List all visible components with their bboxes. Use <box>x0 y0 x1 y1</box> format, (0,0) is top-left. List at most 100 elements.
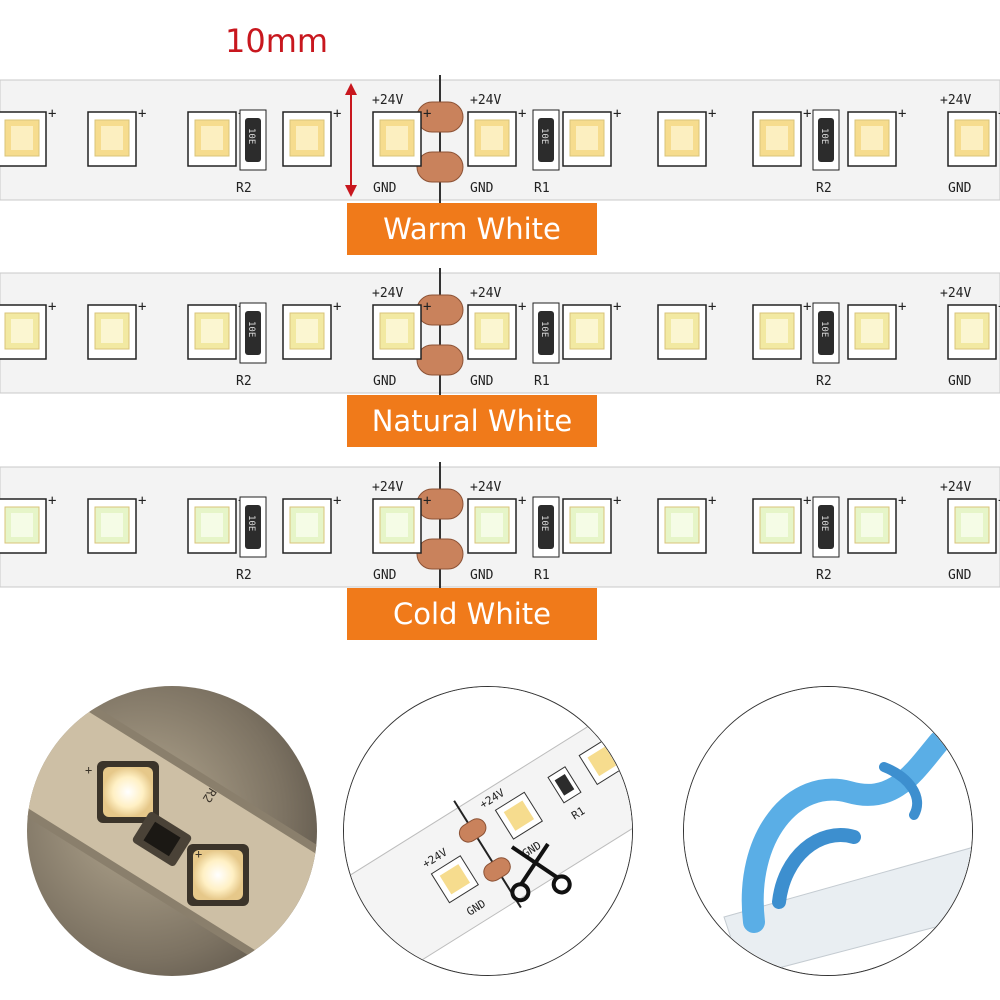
pcb-r2-label: R2 <box>236 374 252 389</box>
led-plus-label: + <box>138 299 146 315</box>
pcb-r2-label: R2 <box>236 181 252 196</box>
pcb-plus24-label: +24V <box>372 480 403 495</box>
dimension-arrow-head-top <box>345 83 357 95</box>
solder-pad <box>416 538 464 570</box>
led-plus-label: + <box>898 106 906 122</box>
led-chip: + <box>847 106 906 167</box>
cut-r1-label: R1 <box>569 804 587 822</box>
pcb-plus24-label: +24V <box>940 93 971 108</box>
led-chip: + <box>87 106 146 167</box>
led-plus-label: + <box>333 299 341 315</box>
led-strip-warm: +++++++++++10E10E10E+24V+24V+24VGNDGNDGN… <box>0 75 1000 209</box>
pcb-gnd-label: GND <box>948 374 972 389</box>
led-plus-label: + <box>518 106 526 122</box>
led-plus-label: + <box>898 493 906 509</box>
scissors-icon <box>510 842 572 903</box>
led-strip-warm-graphic: +++++++++++10E10E10E+24V+24V+24VGNDGNDGN… <box>0 75 1000 205</box>
led-chip: + <box>187 493 246 554</box>
pcb-gnd-label: GND <box>373 181 397 196</box>
led-chip: + <box>657 106 716 167</box>
led-chip: + <box>562 299 621 360</box>
pcb-gnd-label: GND <box>373 568 397 583</box>
closeup-r2-label: R2 <box>200 786 220 806</box>
led-chip: + <box>0 493 56 554</box>
led-chip: + <box>282 106 341 167</box>
resistor: 10E <box>532 302 560 364</box>
pcb-r2-label: R2 <box>816 181 832 196</box>
resistor: 10E <box>532 496 560 558</box>
led-chip: + <box>282 493 341 554</box>
resistor-value-label: 10E <box>539 128 549 144</box>
led-plus-label: + <box>138 106 146 122</box>
led-chip: + <box>752 299 811 360</box>
resistor-value-label: 10E <box>539 321 549 337</box>
pcb-plus24-label: +24V <box>470 93 501 108</box>
led-plus-label: + <box>613 106 621 122</box>
resistor-value-label: 10E <box>246 515 256 531</box>
pcb-plus24-label: +24V <box>940 286 971 301</box>
led-strip-cold: +++++++++++10E10E10E+24V+24V+24VGNDGNDGN… <box>0 462 1000 596</box>
led-chip: + <box>282 299 341 360</box>
led-plus-label: + <box>48 299 56 315</box>
led-chip: + <box>372 106 431 167</box>
pcb-r2-label: R2 <box>816 374 832 389</box>
resistor: 10E <box>812 496 840 558</box>
resistor: 10E <box>532 109 560 171</box>
led-chip: + <box>87 493 146 554</box>
warm-white-label: Warm White <box>347 203 597 255</box>
led-chip: + <box>752 106 811 167</box>
pcb-plus24-label: +24V <box>372 286 403 301</box>
led-chip: + <box>847 493 906 554</box>
pcb-r2-label: R2 <box>236 568 252 583</box>
led-plus-label: + <box>998 299 1000 315</box>
led-chip: + <box>562 106 621 167</box>
dimension-arrow-head-bottom <box>345 185 357 197</box>
led-chip: + <box>752 493 811 554</box>
resistor-value-label: 10E <box>539 515 549 531</box>
led-chip: + <box>87 299 146 360</box>
resistor-value-label: 10E <box>246 321 256 337</box>
cold-white-label: Cold White <box>347 588 597 640</box>
led-chip: + <box>947 299 1000 360</box>
led-plus-label: + <box>803 106 811 122</box>
pcb-gnd-label: GND <box>470 568 494 583</box>
pcb-plus24-label: +24V <box>940 480 971 495</box>
resistor: 10E <box>812 109 840 171</box>
led-plus-label: + <box>423 106 431 122</box>
resistor-value-label: 10E <box>819 321 829 337</box>
led-plus-label: + <box>613 493 621 509</box>
led-plus-label: + <box>48 106 56 122</box>
led-chip: + <box>0 106 56 167</box>
led-chip: + <box>657 493 716 554</box>
led-plus-label: + <box>708 106 716 122</box>
led-plus-label: + <box>803 493 811 509</box>
led-chip: + <box>947 106 1000 167</box>
pcb-gnd-label: GND <box>470 181 494 196</box>
pcb-gnd-label: GND <box>948 568 972 583</box>
pcb-plus24-label: +24V <box>470 286 501 301</box>
adhesive-tape-closeup-graphic <box>684 687 972 975</box>
led-chip: + <box>467 299 526 360</box>
pcb-gnd-label: GND <box>470 374 494 389</box>
led-plus-label: + <box>333 106 341 122</box>
led-chip: + <box>847 299 906 360</box>
pcb-r1-label: R1 <box>534 568 550 583</box>
solder-pad <box>416 344 464 376</box>
led-chip: + <box>467 493 526 554</box>
led-chip: + <box>657 299 716 360</box>
led-chip: + <box>187 299 246 360</box>
led-chip: + <box>562 493 621 554</box>
pcb-gnd-label: GND <box>373 374 397 389</box>
led-strip-natural-graphic: + + + + + + + + + + +10E 10E 10E +24V +24V +24V GND GND GN… <box>0 268 1000 398</box>
natural-white-label: Natural White <box>347 395 597 447</box>
led-plus-label: + <box>898 299 906 315</box>
led-strip-natural: + + + + + + + + + + +10E 10E 10E +24V +24V +24V GND GND GN… <box>0 268 1000 402</box>
resistor-value-label: 10E <box>819 128 829 144</box>
dimension-label: 10mm <box>225 22 329 60</box>
led-plus-label: + <box>423 299 431 315</box>
led-plus-label: + <box>613 299 621 315</box>
adhesive-tape-closeup <box>683 686 973 976</box>
closeup-plus-label-1: + <box>85 763 92 777</box>
led-chip: + <box>947 493 1000 554</box>
led-strip-cold-graphic: +++++++++++10E10E10E+24V+24V+24VGNDGNDGN… <box>0 462 1000 592</box>
